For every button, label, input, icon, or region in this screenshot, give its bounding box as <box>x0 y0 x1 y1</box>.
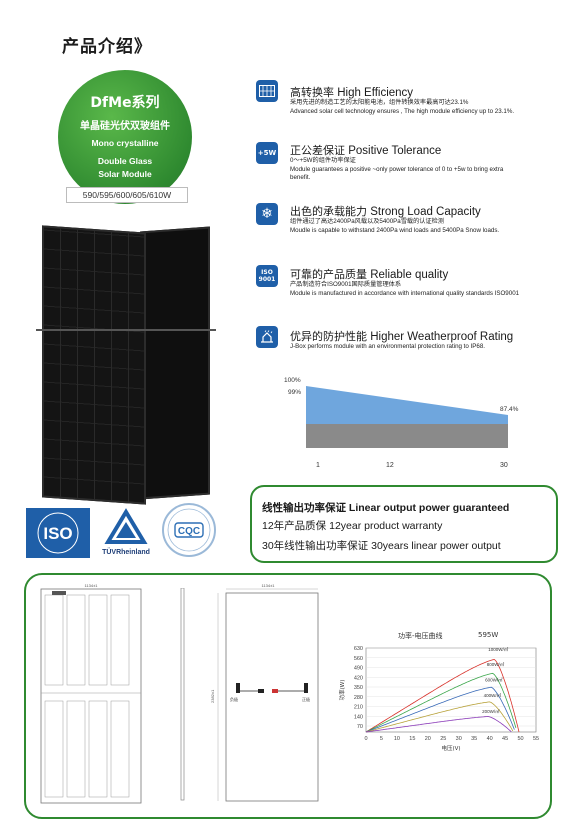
iv-ytick: 420 <box>354 675 363 681</box>
iv-curve-label: 400W/㎡ <box>484 692 502 698</box>
iv-curve <box>365 672 517 733</box>
series-en-line1: Mono crystalline <box>91 138 159 148</box>
iv-xtick: 55 <box>533 736 539 742</box>
iv-chart-model: 595W <box>478 631 499 639</box>
iv-curve-chart: 630 560 490 420 350 280 210 140 700 5 10 15 20 25 30 35… <box>338 646 539 752</box>
iv-ytick: 630 <box>354 646 363 652</box>
solar-panel-back-image <box>140 226 210 500</box>
iv-curve <box>365 716 512 733</box>
product-badge: DfMe系列 单晶硅光伏双玻组件 Mono crystalline Double… <box>58 70 192 204</box>
iso-logo: ISO <box>26 508 90 558</box>
iv-xtick: 0 <box>364 736 367 742</box>
warranty-line-product: 12年产品质保 12year product warranty <box>262 520 443 532</box>
warranty-area-bottom <box>306 424 508 448</box>
iv-ytick: 350 <box>354 685 363 691</box>
dim-height-label: 2382±1 <box>210 689 215 703</box>
iv-xtick: 45 <box>502 736 508 742</box>
feature-title: 出色的承载能力 Strong Load Capacity <box>290 205 481 218</box>
warranty-line-power: 30年线性输出功率保证 30years linear power output <box>262 540 501 552</box>
iv-curve-label: 200W/㎡ <box>482 708 500 714</box>
iv-xtick: 30 <box>456 736 462 742</box>
svg-text:ISO: ISO <box>43 524 72 543</box>
iv-xtick: 40 <box>487 736 493 742</box>
warranty-area-top <box>306 386 508 424</box>
module-side-profile <box>180 588 185 801</box>
series-en-line2: Double Glass <box>97 156 153 166</box>
warranty-xtick-30: 30 <box>500 462 508 469</box>
warranty-chart: 100% 99% 87.4% 1 12 30 <box>284 377 519 469</box>
module-back-drawing: 1134±1 <box>40 583 142 804</box>
iv-ytick: 140 <box>354 714 363 720</box>
warranty-end-label: 87.4% <box>500 406 519 413</box>
iv-xlabel: 电压(V) <box>441 744 460 752</box>
feature-desc: 采用先进的制造工艺的太阳能电池，组件转换效率最高可达23.1%Advanced … <box>290 99 515 115</box>
warranty-xtick-12: 12 <box>386 462 394 469</box>
series-name: DfMe系列 <box>90 95 160 111</box>
feature-title: 优异的防护性能 Higher Weatherproof Rating <box>290 330 514 343</box>
watt-range: 590/595/600/605/610W <box>66 187 188 203</box>
series-cn-subtitle: 单晶硅光伏双玻组件 <box>80 121 170 132</box>
iso-9001-icon: ISO 9001 <box>256 265 278 287</box>
warranty-ylabel-99: 99% <box>288 389 301 396</box>
iv-curve <box>365 658 520 733</box>
feature-title: 高转换率 High Efficiency <box>290 86 414 99</box>
warranty-box <box>250 485 558 563</box>
dim-width-label: 1134±1 <box>261 583 275 588</box>
iv-xtick: 50 <box>517 736 523 742</box>
iv-curve <box>365 701 514 733</box>
iv-xtick: 25 <box>440 736 446 742</box>
iv-xtick: 10 <box>394 736 400 742</box>
iv-xtick: 15 <box>409 736 415 742</box>
series-en-line3: Solar Module <box>98 169 152 179</box>
iv-ytick: 490 <box>354 666 363 672</box>
iv-xtick: 35 <box>471 736 477 742</box>
snowflake-icon: ❄ <box>256 203 278 225</box>
iv-ytick: 560 <box>354 656 363 662</box>
weatherproof-icon <box>256 326 278 348</box>
plus-5w-icon: +5W <box>256 142 278 164</box>
iv-ytick: 70 <box>357 724 363 730</box>
pos-label: 正极 <box>302 696 310 702</box>
iv-xtick: 20 <box>425 736 431 742</box>
feature-title: 正公差保证 Positive Tolerance <box>290 144 442 157</box>
dim-width-label: 1134±1 <box>84 583 98 588</box>
warranty-title: 线性输出功率保证 Linear output power guaranteed <box>262 502 510 514</box>
solar-cell-icon <box>256 80 278 102</box>
iv-ytick: 280 <box>354 695 363 701</box>
tuv-logo: TÜVRheinland <box>100 506 152 558</box>
iv-xtick: 5 <box>380 736 383 742</box>
module-front-drawing: 1134±1 2382±1 负极 正极 <box>210 583 319 802</box>
page-title: 产品介绍》 <box>62 37 152 57</box>
cqc-logo: CQC <box>162 503 216 557</box>
iv-ytick: 210 <box>354 705 363 711</box>
iv-curve <box>365 686 515 733</box>
iv-chart-title: 功率-电压曲线 <box>398 632 443 640</box>
feature-title: 可靠的产品质量 Reliable quality <box>290 268 449 281</box>
iv-curve-label: 1000W/㎡ <box>488 646 509 652</box>
svg-text:TÜVRheinland: TÜVRheinland <box>102 547 150 556</box>
svg-text:CQC: CQC <box>178 526 200 537</box>
warranty-xtick-1: 1 <box>316 462 320 469</box>
warranty-ylabel-100: 100% <box>284 377 301 384</box>
feature-desc: J-Box performs module with an environmen… <box>290 343 486 350</box>
iv-ylabel: 功率(W) <box>338 680 346 701</box>
neg-label: 负极 <box>230 696 238 702</box>
iv-curve-label: 600W/㎡ <box>485 676 503 682</box>
panel-divider-line <box>36 329 216 331</box>
iv-curve-label: 800W/㎡ <box>487 661 505 667</box>
solar-panel-front-image <box>42 225 146 505</box>
